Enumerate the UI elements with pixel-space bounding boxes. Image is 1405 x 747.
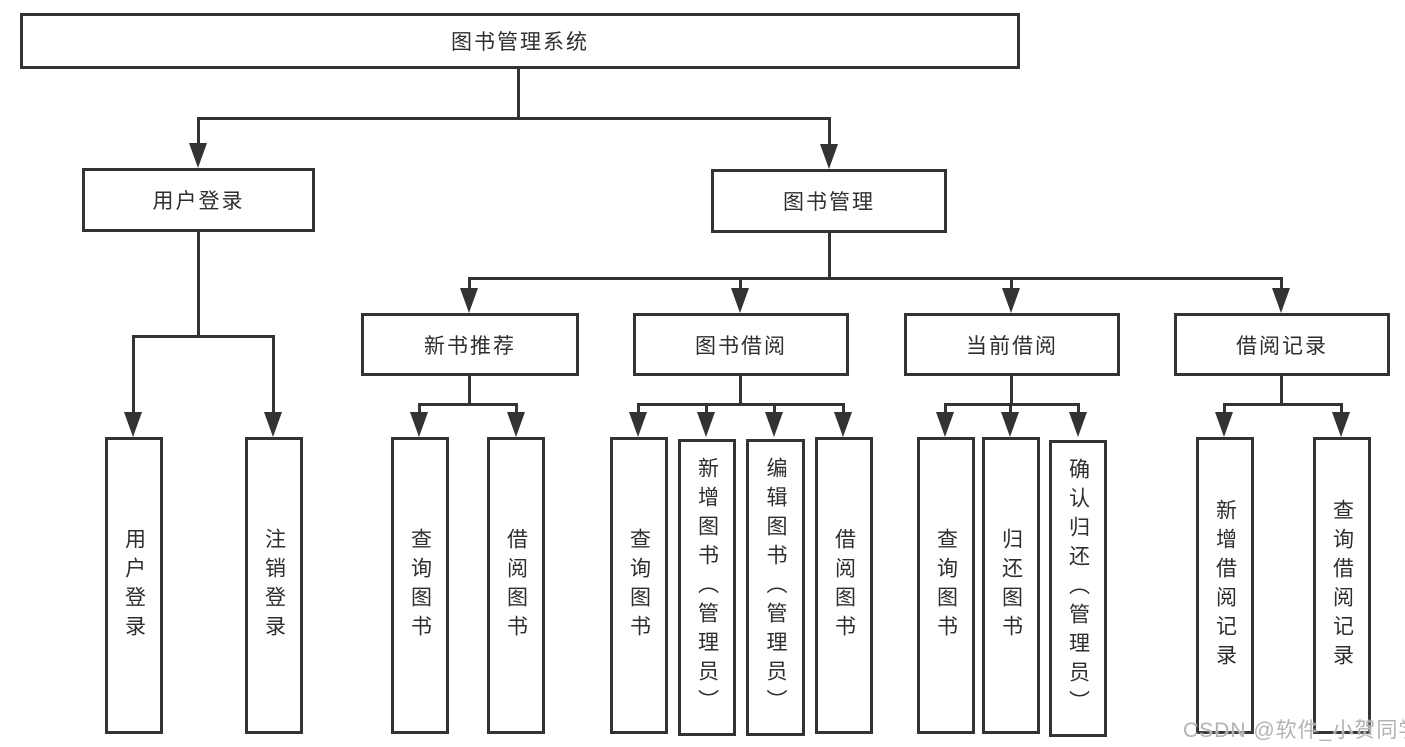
connector-line <box>515 403 518 418</box>
connector-line <box>418 403 421 418</box>
connector-line <box>1010 277 1013 295</box>
connector-arrowhead <box>1272 288 1290 313</box>
leaf-edit-book-admin: 编辑图书（管理员） <box>746 439 805 736</box>
node-borrow-records: 借阅记录 <box>1174 313 1390 376</box>
connector-line <box>418 403 518 406</box>
connector-line <box>944 403 1080 406</box>
connector-line <box>197 117 831 120</box>
connector-arrowhead <box>189 143 207 168</box>
connector-line <box>468 277 1283 280</box>
connector-arrowhead <box>697 412 715 437</box>
connector-line <box>842 403 845 418</box>
connector-arrowhead <box>629 412 647 437</box>
leaf-user-login: 用户登录 <box>105 437 163 734</box>
connector-line <box>705 403 708 418</box>
connector-line <box>828 117 831 147</box>
connector-line <box>773 403 776 418</box>
connector-arrowhead <box>834 412 852 437</box>
leaf-add-borrow-record: 新增借阅记录 <box>1196 437 1254 734</box>
connector-line <box>1010 376 1013 406</box>
connector-arrowhead <box>820 144 838 169</box>
connector-line <box>272 335 275 420</box>
connector-line <box>1340 403 1343 418</box>
connector-line <box>1223 403 1226 418</box>
connector-arrowhead <box>731 288 749 313</box>
connector-line <box>739 376 742 406</box>
connector-line <box>1280 277 1283 295</box>
connector-arrowhead <box>1001 412 1019 437</box>
connector-line <box>1077 403 1080 418</box>
connector-line <box>1280 376 1283 406</box>
connector-arrowhead <box>1002 288 1020 313</box>
node-current-borrow: 当前借阅 <box>904 313 1120 376</box>
connector-arrowhead <box>460 288 478 313</box>
node-book-borrow: 图书借阅 <box>633 313 849 376</box>
leaf-query-books-borrow: 查询图书 <box>610 437 668 734</box>
leaf-query-books-recommend: 查询图书 <box>391 437 449 734</box>
leaf-add-book-admin: 新增图书（管理员） <box>678 439 736 736</box>
node-book-management: 图书管理 <box>711 169 947 233</box>
connector-line <box>468 277 471 295</box>
connector-arrowhead <box>1069 412 1087 437</box>
leaf-borrow-books: 借阅图书 <box>815 437 873 734</box>
connector-line <box>637 403 640 418</box>
connector-line <box>637 403 845 406</box>
connector-line <box>132 335 135 420</box>
connector-arrowhead <box>1332 412 1350 437</box>
connector-line <box>468 376 471 406</box>
connector-arrowhead <box>936 412 954 437</box>
leaf-logout: 注销登录 <box>245 437 303 734</box>
connector-line <box>828 233 831 279</box>
node-new-book-recommend: 新书推荐 <box>361 313 579 376</box>
connector-arrowhead <box>124 412 142 437</box>
connector-arrowhead <box>410 412 428 437</box>
leaf-query-borrow-record: 查询借阅记录 <box>1313 437 1371 734</box>
connector-arrowhead <box>507 412 525 437</box>
connector-line <box>739 277 742 295</box>
node-user-login: 用户登录 <box>82 168 315 232</box>
connector-arrowhead <box>264 412 282 437</box>
csdn-watermark: CSDN @软件_小贺同学 <box>1183 719 1405 742</box>
connector-arrowhead <box>765 412 783 437</box>
connector-arrowhead <box>1215 412 1233 437</box>
connector-line <box>517 69 520 119</box>
leaf-confirm-return-admin: 确认归还（管理员） <box>1049 440 1107 737</box>
node-root: 图书管理系统 <box>20 13 1020 69</box>
leaf-query-books-current: 查询图书 <box>917 437 975 734</box>
connector-line <box>197 232 200 338</box>
connector-line <box>944 403 947 418</box>
connector-line <box>132 335 275 338</box>
connector-line <box>197 117 200 147</box>
connector-line <box>1223 403 1343 406</box>
connector-line <box>1009 403 1012 418</box>
leaf-return-books: 归还图书 <box>982 437 1040 734</box>
leaf-borrow-books-recommend: 借阅图书 <box>487 437 545 734</box>
